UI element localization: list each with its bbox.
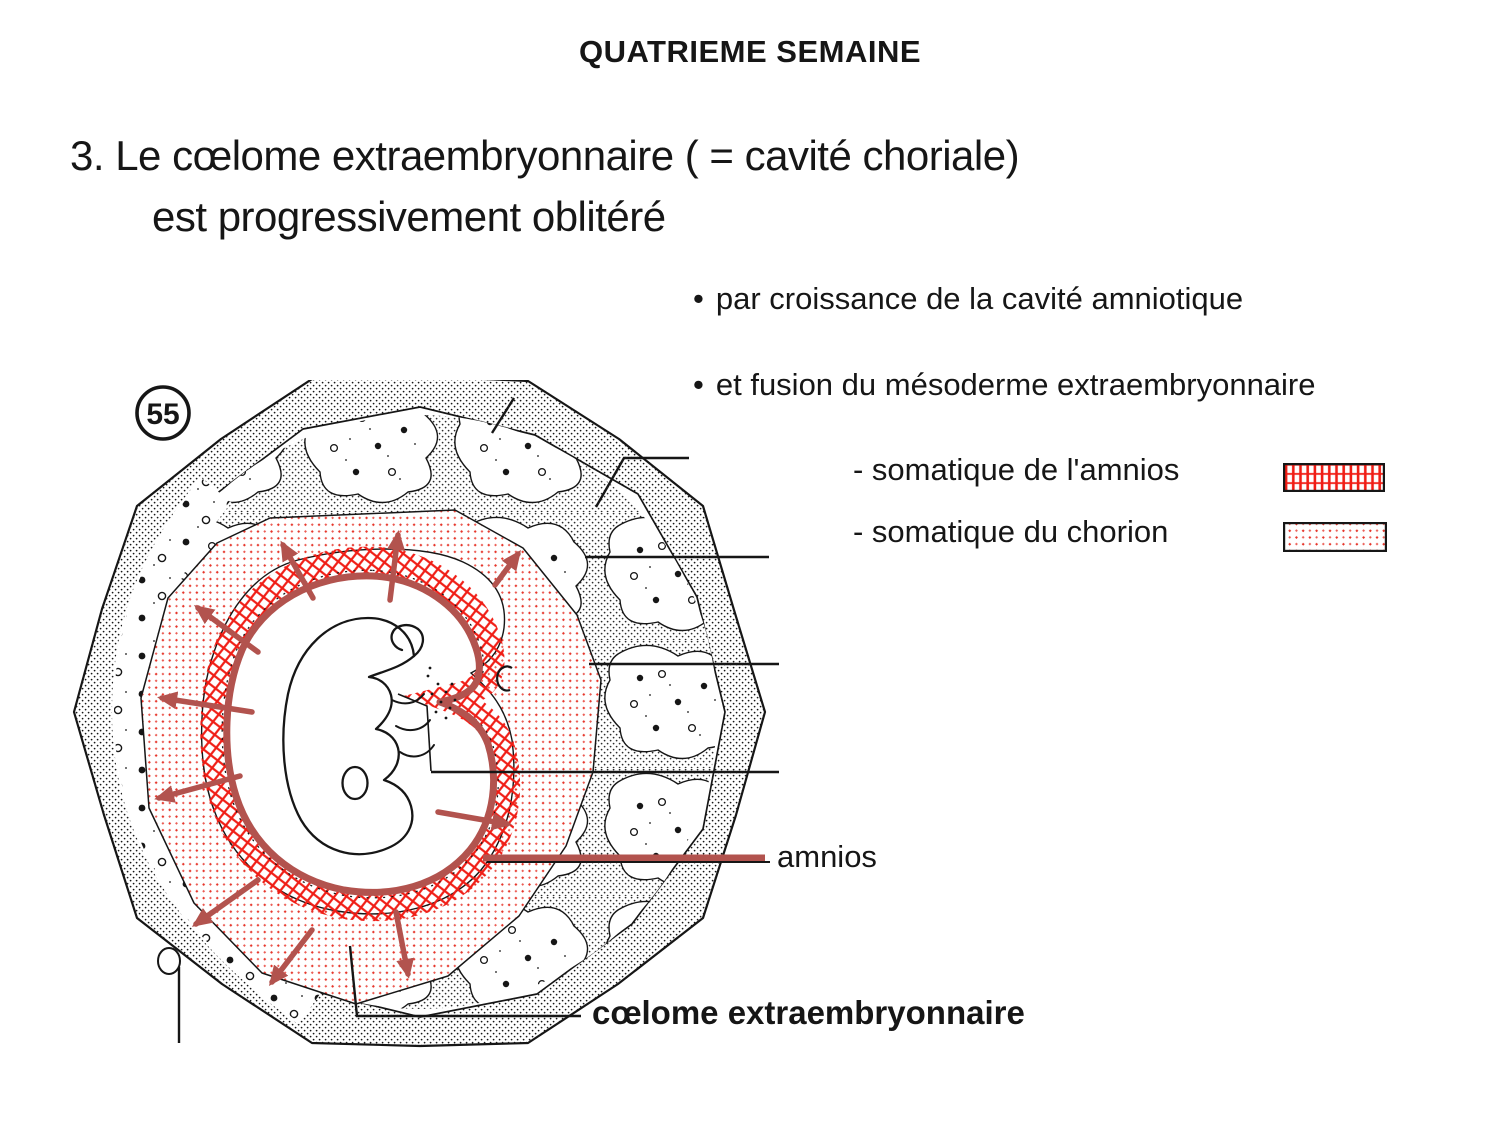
- label-amnios: amnios: [777, 839, 877, 874]
- heading-line-2: est progressivement oblitéré: [152, 192, 666, 240]
- legend-amnios-label: - somatique de l'amnios: [853, 452, 1180, 487]
- legend-chorion-swatch: [1283, 522, 1387, 552]
- bullet-marker: •: [693, 367, 704, 402]
- label-coelome: cœlome extraembryonnaire: [592, 994, 1025, 1031]
- section-heading: 3. Le cœlome extraembryonnaire ( = cavit…: [70, 126, 1020, 248]
- yolk-stalk-details: [397, 665, 513, 772]
- bullet-amniotic-growth: • par croissance de la cavité amniotique: [693, 281, 1243, 317]
- embryo: [282, 616, 435, 856]
- figure-number: 55: [146, 398, 179, 431]
- legend-chorion-label: - somatique du chorion: [853, 514, 1169, 549]
- bullet-mesoderm-fusion: • et fusion du mésoderme extraembryonnair…: [693, 367, 1316, 403]
- figure-number-badge: 55: [135, 385, 191, 441]
- bullet-text-2: et fusion du mésoderme extraembryonnaire: [715, 367, 1316, 402]
- slide-title: QUATRIEME SEMAINE: [578, 34, 922, 69]
- leader-lines: [177, 397, 779, 1043]
- legend-amnios-swatch: [1283, 463, 1385, 492]
- heading-line-1: 3. Le cœlome extraembryonnaire ( = cavit…: [70, 132, 1020, 179]
- bullet-text-1: par croissance de la cavité amniotique: [715, 281, 1244, 316]
- growth-arrows: [154, 530, 521, 986]
- bullet-marker: •: [693, 281, 704, 316]
- wall-bleb: [157, 947, 181, 975]
- embryo-cross-section-diagram: 55: [72, 380, 779, 1048]
